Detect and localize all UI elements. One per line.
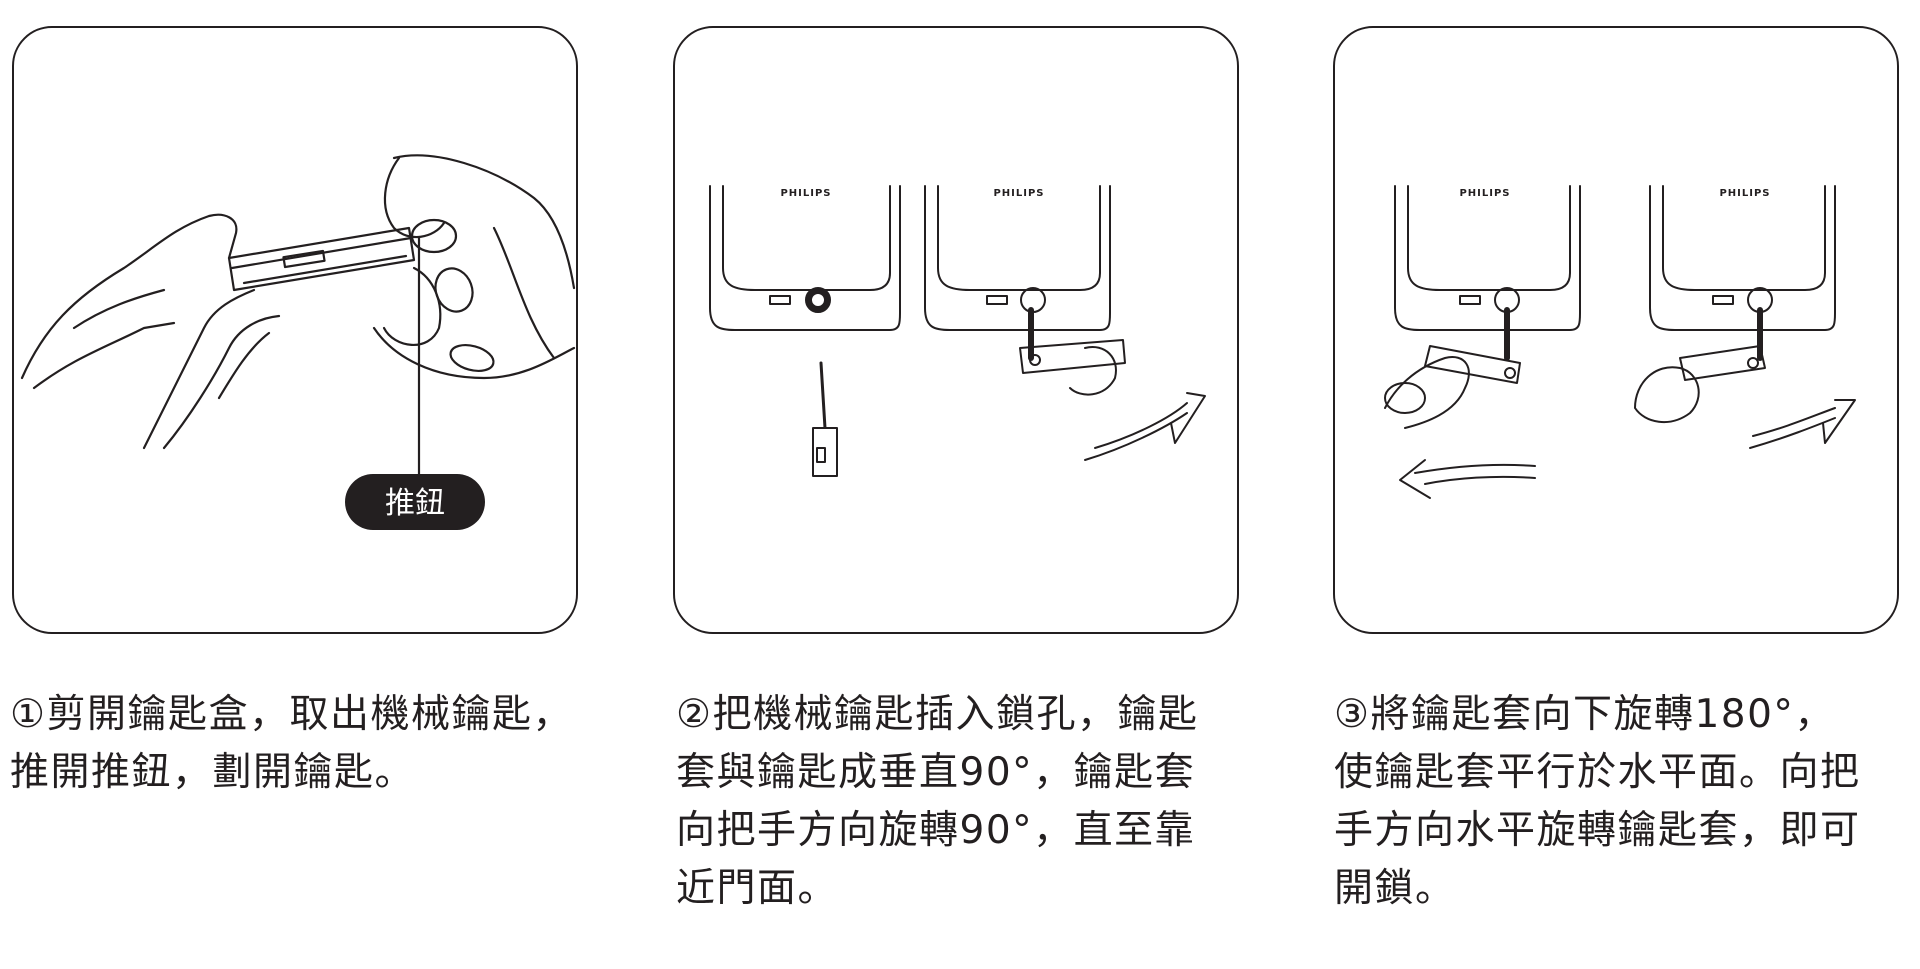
step-2-caption: ②把機械鑰匙插入鎖孔，鑰匙 套與鑰匙成垂直90°，鑰匙套 向把手方向旋轉90°，… [676,692,1199,911]
svg-text:PHILIPS: PHILIPS [1719,188,1770,199]
step-2-illustration-panel: PHILIPS PHILIPS [673,26,1239,634]
door-lock-icon: PHILIPS [924,185,1126,396]
svg-text:PHILIPS: PHILIPS [993,188,1044,199]
key-sleeve-rotate-illustration: PHILIPS PHILIPS [1384,185,1856,499]
step-1-caption: ①剪開鑰匙盒，取出機械鑰匙， 推開推鈕，劃開鑰匙。 [10,692,573,795]
door-lock-icon: PHILIPS [1384,185,1581,429]
push-button-callout-badge: 推鈕 [345,474,485,530]
hands-opening-key-box-illustration: 推鈕 [20,154,576,530]
step-3-caption: ③將鑰匙套向下旋轉180°， 使鑰匙套平行於水平面。向把 手方向水平旋轉鑰匙套，… [1334,692,1861,911]
svg-text:PHILIPS: PHILIPS [780,188,831,199]
mechanical-key-icon [812,361,838,477]
rotate-arrow-icon [1084,402,1188,461]
rotate-right-arrow-icon [1749,407,1836,449]
svg-text:PHILIPS: PHILIPS [1459,188,1510,199]
door-lock-icon: PHILIPS [1634,185,1836,424]
step-1-illustration-panel: 推鈕 [12,26,578,634]
push-button-callout-label: 推鈕 [385,486,445,521]
door-lock-icon: PHILIPS [709,185,901,331]
rotate-left-arrow-icon [1414,463,1536,485]
step-3-illustration-panel: PHILIPS PHILIPS [1333,26,1899,634]
key-insert-and-rotate-illustration: PHILIPS PHILIPS [709,185,1206,477]
